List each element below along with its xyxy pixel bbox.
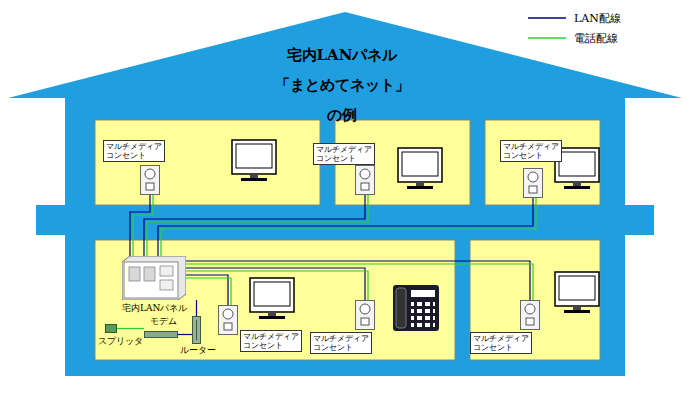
outlet-plate bbox=[355, 300, 375, 330]
outlet-plate-node: マルチメディア コンセント bbox=[103, 140, 165, 195]
outlet-label: マルチメディア コンセント bbox=[313, 143, 375, 165]
phone-keypad bbox=[411, 300, 435, 328]
router-node: ルーター bbox=[180, 316, 216, 356]
outlet-plate-node: マルチメディア コンセント bbox=[313, 143, 375, 195]
outlet-label: マルチメディア コンセント bbox=[240, 330, 302, 352]
room bbox=[470, 240, 600, 360]
outlet-plate bbox=[140, 165, 160, 195]
outlet-label: マルチメディア コンセント bbox=[500, 140, 562, 162]
lan-wire bbox=[186, 261, 530, 300]
outlet-plate bbox=[523, 168, 543, 198]
outlet-plate-node: マルチメディア コンセント bbox=[218, 305, 302, 353]
monitor bbox=[555, 272, 599, 313]
cable bbox=[158, 198, 536, 256]
phone-body bbox=[393, 285, 439, 331]
legend-line-phone bbox=[528, 37, 566, 39]
monitor bbox=[398, 148, 442, 189]
cable bbox=[186, 261, 533, 300]
outlet-plate-node: マルチメディア コンセント bbox=[310, 300, 375, 355]
outlet-label: マルチメディア コンセント bbox=[103, 140, 165, 162]
monitor bbox=[250, 278, 294, 319]
splitter bbox=[105, 324, 117, 333]
legend-label: LAN配線 bbox=[574, 11, 621, 26]
floor-slab bbox=[36, 205, 654, 235]
phone-wire bbox=[186, 271, 368, 300]
outlet-plate bbox=[355, 165, 375, 195]
telephone bbox=[393, 285, 439, 331]
phone-wire bbox=[133, 195, 153, 256]
room bbox=[95, 120, 320, 205]
cable bbox=[130, 195, 153, 256]
lan-wire bbox=[178, 334, 192, 335]
lan-panel-node: 宅内LANパネル bbox=[122, 256, 188, 314]
legend-label: 電話配線 bbox=[574, 31, 618, 46]
lan-wire bbox=[196, 300, 197, 316]
splitter-node: スプリッタ bbox=[98, 324, 143, 347]
outlet-label: マルチメディア コンセント bbox=[310, 332, 372, 354]
lan-panel bbox=[122, 256, 186, 300]
cable bbox=[178, 334, 192, 335]
outlet-plate-node: マルチメディア コンセント bbox=[470, 300, 540, 355]
outlet-plate-node: マルチメディア コンセント bbox=[500, 140, 562, 198]
router bbox=[192, 316, 201, 344]
phone-wire bbox=[161, 198, 536, 256]
cable bbox=[186, 268, 368, 300]
cable bbox=[117, 328, 144, 329]
modem bbox=[144, 331, 178, 338]
phone-handset bbox=[396, 288, 406, 328]
cable bbox=[196, 300, 197, 316]
phone-wire bbox=[186, 264, 533, 300]
room bbox=[485, 120, 600, 205]
outlet-label: マルチメディア コンセント bbox=[470, 332, 532, 354]
outlet-plate bbox=[520, 300, 540, 330]
modem-label: モデム bbox=[150, 317, 177, 327]
room bbox=[95, 240, 455, 360]
modem-node: モデム bbox=[144, 317, 178, 338]
lan-wire bbox=[158, 198, 533, 256]
outlet-plate bbox=[218, 305, 238, 335]
legend-line-lan bbox=[528, 17, 566, 19]
lan-wire bbox=[186, 268, 365, 300]
splitter-label: スプリッタ bbox=[98, 337, 143, 347]
panel-label: 宅内LANパネル bbox=[122, 304, 187, 314]
house-body bbox=[65, 96, 625, 376]
router-label: ルーター bbox=[180, 346, 216, 356]
monitor bbox=[232, 140, 276, 181]
phone-display bbox=[411, 290, 435, 297]
lan-wire bbox=[186, 275, 228, 305]
diagram-title: 宅内LANパネル 「まとめてネット」の例 bbox=[275, 40, 410, 130]
cable bbox=[186, 275, 231, 305]
phone-wire bbox=[117, 328, 144, 329]
phone-wire bbox=[186, 278, 231, 305]
